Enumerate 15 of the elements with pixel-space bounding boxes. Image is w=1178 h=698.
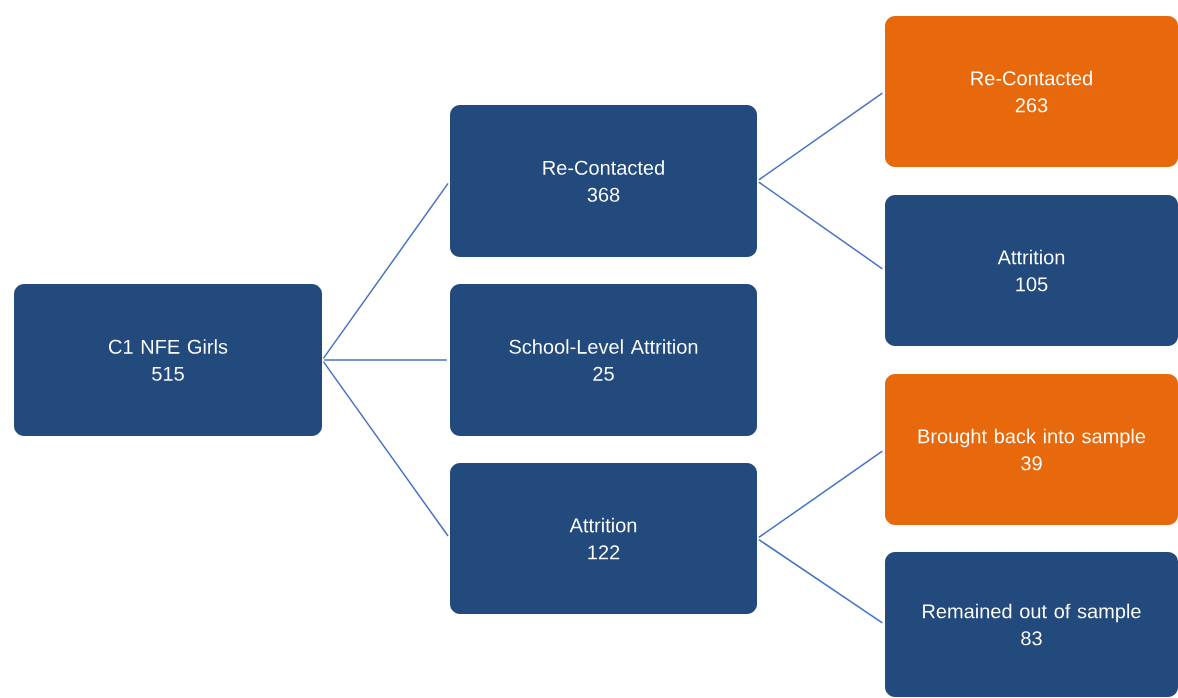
connector-line [323, 359, 448, 361]
process-box: C1 NFE Girls 515 [14, 284, 322, 436]
connector-line [758, 450, 884, 539]
connector-line [758, 181, 884, 270]
process-box: Brought back into sample 39 [885, 374, 1178, 525]
connector-line [758, 538, 884, 624]
process-box: Attrition 122 [450, 463, 757, 614]
process-box: Attrition 105 [885, 195, 1178, 346]
process-box: Re-Contacted 263 [885, 16, 1178, 167]
connector-line [322, 360, 449, 537]
connector-line [322, 182, 449, 360]
process-box: School-Level Attrition 25 [450, 284, 757, 436]
process-box: Re-Contacted 368 [450, 105, 757, 257]
process-box: Remained out of sample 83 [885, 552, 1178, 697]
connector-line [758, 92, 884, 181]
